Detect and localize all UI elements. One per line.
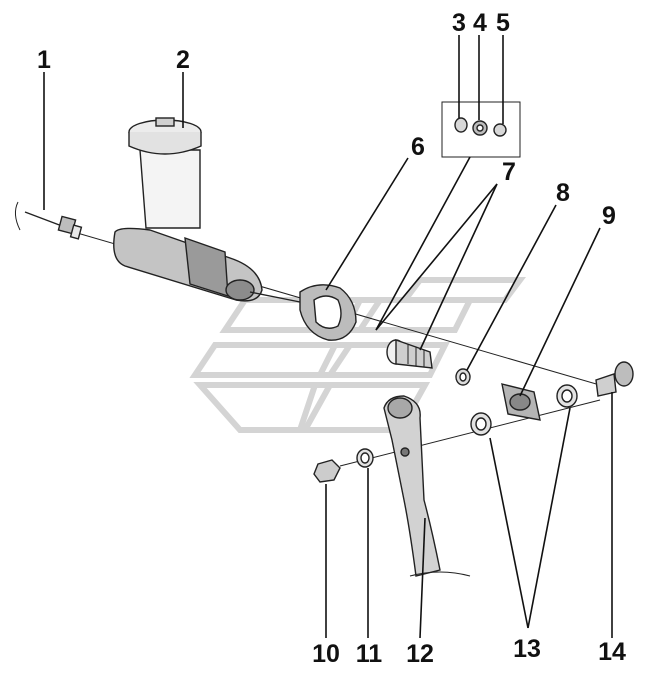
callout-8: 8 bbox=[556, 179, 570, 207]
callout-10: 10 bbox=[312, 640, 340, 668]
callout-14: 14 bbox=[598, 638, 626, 666]
part-1-hose bbox=[14, 201, 83, 240]
part-13-washers bbox=[470, 384, 578, 436]
part-7-boot bbox=[386, 339, 433, 369]
part-10-nut bbox=[313, 459, 341, 483]
callout-labels: 1 2 3 4 5 6 7 8 9 10 11 12 13 14 bbox=[37, 9, 626, 668]
callout-2: 2 bbox=[176, 46, 190, 74]
callout-7: 7 bbox=[502, 158, 516, 186]
callout-4: 4 bbox=[473, 9, 487, 37]
inset-box-parts-3-4-5 bbox=[441, 101, 521, 158]
callout-9: 9 bbox=[602, 202, 616, 230]
part-9-clevis bbox=[501, 383, 541, 421]
callout-12: 12 bbox=[406, 640, 434, 668]
part-12-pedal bbox=[383, 395, 471, 577]
callout-3: 3 bbox=[452, 9, 466, 37]
part-11-washer bbox=[356, 448, 374, 468]
watermark-logo bbox=[189, 277, 526, 433]
pedal-axis-line bbox=[339, 399, 601, 467]
callout-1: 1 bbox=[37, 46, 51, 74]
callout-11: 11 bbox=[356, 640, 383, 668]
part-8-bushing bbox=[455, 368, 471, 386]
callout-5: 5 bbox=[496, 9, 510, 37]
part-14-bolt bbox=[595, 361, 634, 397]
callout-6: 6 bbox=[411, 133, 425, 161]
part-2-master-cylinder bbox=[113, 117, 301, 303]
callout-13: 13 bbox=[513, 635, 541, 663]
leader-lines bbox=[43, 35, 613, 639]
